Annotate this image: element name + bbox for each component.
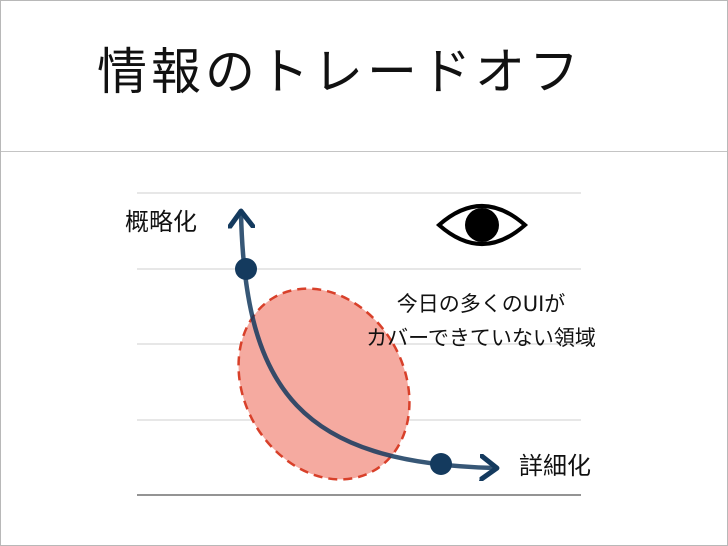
curve-point-detail	[430, 453, 452, 475]
axis-label-detail: 詳細化	[519, 452, 591, 480]
axis-label-summary: 概略化	[125, 208, 197, 236]
note-line-1: 今日の多くのUIが	[396, 292, 566, 316]
title-divider	[1, 151, 727, 152]
tradeoff-curve	[241, 213, 495, 468]
slide-title: 情報のトレードオフ	[97, 43, 583, 101]
eye-icon	[435, 204, 529, 246]
note-line-2: カバーできていない領域	[366, 326, 596, 350]
uncovered-region-note: 今日の多くのUIが カバーできていない領域	[331, 287, 631, 355]
curve-point-summary	[235, 258, 257, 280]
